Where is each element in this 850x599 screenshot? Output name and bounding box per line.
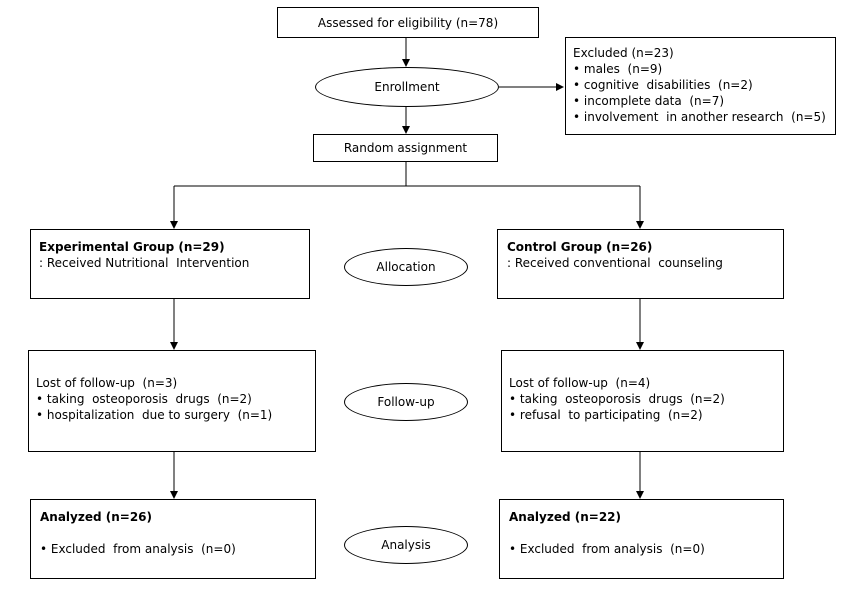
experimental-followup-item: • hospitalization due to surgery (n=1): [36, 408, 273, 422]
experimental-group-box: Experimental Group (n=29) : Received Nut…: [30, 229, 310, 299]
followup-label: Follow-up: [377, 395, 435, 409]
followup-ellipse: Follow-up: [344, 383, 468, 421]
enrollment-ellipse: Enrollment: [315, 67, 499, 107]
random-assignment-box: Random assignment: [313, 134, 498, 162]
control-followup-item: • taking osteoporosis drugs (n=2): [509, 392, 725, 406]
enrollment-label: Enrollment: [374, 80, 440, 94]
control-group-box: Control Group (n=26) : Received conventi…: [497, 229, 784, 299]
excluded-box: Excluded (n=23) • males (n=9) • cognitiv…: [565, 37, 836, 135]
excluded-title: Excluded (n=23): [573, 46, 674, 60]
control-group-desc: : Received conventional counseling: [507, 256, 723, 270]
control-analyzed-box: Analyzed (n=22) • Excluded from analysis…: [499, 499, 784, 579]
random-assignment-text: Random assignment: [343, 141, 468, 155]
excluded-item: • cognitive disabilities (n=2): [573, 78, 753, 92]
excluded-item: • males (n=9): [573, 62, 663, 76]
experimental-followup-box: Lost of follow-up (n=3) • taking osteopo…: [28, 350, 316, 452]
allocation-label: Allocation: [376, 260, 436, 274]
control-analyzed-item: • Excluded from analysis (n=0): [509, 542, 705, 556]
excluded-item: • incomplete data (n=7): [573, 94, 725, 108]
analysis-label: Analysis: [381, 538, 431, 552]
experimental-analyzed-title: Analyzed (n=26): [40, 510, 153, 524]
control-followup-title: Lost of follow-up (n=4): [509, 376, 651, 390]
experimental-analyzed-box: Analyzed (n=26) • Excluded from analysis…: [30, 499, 316, 579]
analysis-ellipse: Analysis: [344, 526, 468, 564]
control-analyzed-title: Analyzed (n=22): [509, 510, 622, 524]
experimental-followup-title: Lost of follow-up (n=3): [36, 376, 178, 390]
excluded-item: • involvement in another research (n=5): [573, 110, 826, 124]
experimental-analyzed-item: • Excluded from analysis (n=0): [40, 542, 236, 556]
experimental-followup-item: • taking osteoporosis drugs (n=2): [36, 392, 252, 406]
experimental-group-title: Experimental Group (n=29): [39, 240, 225, 254]
experimental-group-desc: : Received Nutritional Intervention: [39, 256, 250, 270]
control-group-title: Control Group (n=26): [507, 240, 653, 254]
assessed-box: Assessed for eligibility (n=78): [277, 7, 539, 38]
assessed-text: Assessed for eligibility (n=78): [317, 15, 499, 30]
allocation-ellipse: Allocation: [344, 248, 468, 286]
control-followup-item: • refusal to participating (n=2): [509, 408, 703, 422]
control-followup-box: Lost of follow-up (n=4) • taking osteopo…: [501, 350, 784, 452]
